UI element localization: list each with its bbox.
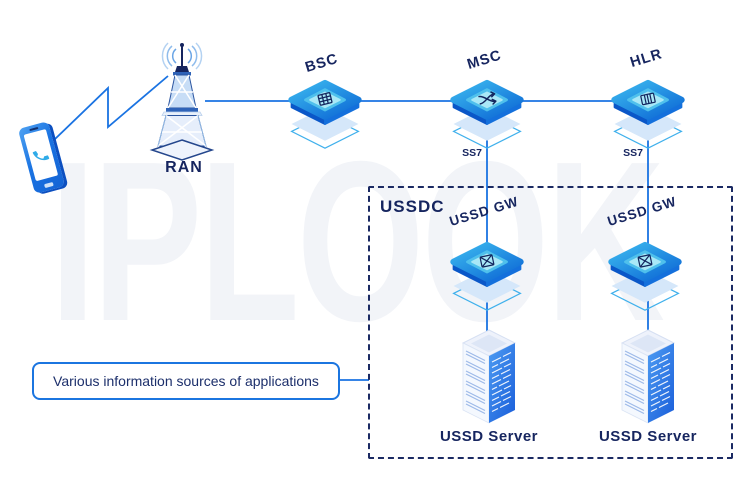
mobile-phone [17,121,66,194]
ss7-label-hlr: SS7 [623,147,643,159]
ran-label: RAN [165,159,203,176]
switching-arrows-icon [478,91,497,105]
ussdc-group-label: USSDC [380,197,445,216]
hlr-node [606,72,690,150]
ussd-gw-node-1 [445,234,529,312]
applications-callout: Various information sources of applicati… [32,362,340,400]
phone-screen [23,128,59,182]
gateway-icon [637,254,653,268]
phone-handset-icon [32,150,50,160]
gateway-icon [479,254,495,268]
ussdc-group-box [368,186,733,459]
register-list-icon [640,92,656,106]
msc-node [445,72,529,150]
ss7-label-msc: SS7 [462,147,482,159]
ussd-gw-node-2 [603,234,687,312]
ussd-server-2 [621,329,675,424]
ussd-server-label-1: USSD Server [439,428,539,445]
bsc-node [283,72,367,150]
ran-tower [149,42,215,161]
grid-icon [317,92,333,106]
ussd-server-1 [462,329,516,424]
phone-earpiece [29,126,39,131]
iplook-watermark: IPLOOK [50,115,665,369]
phone-to-ran-link [53,75,169,141]
phone-home-button [43,181,54,188]
ussd-server-label-2: USSD Server [598,428,698,445]
signal-waves-icon [161,42,203,70]
applications-callout-text: Various information sources of applicati… [53,373,319,389]
